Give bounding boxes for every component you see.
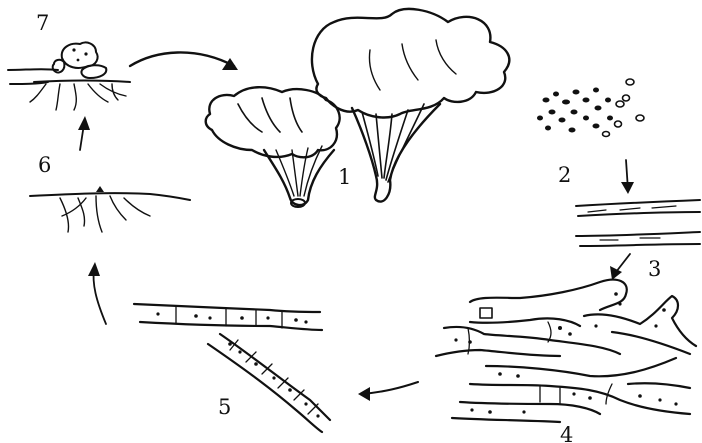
stage-1-label: 1 [338,165,351,189]
stage-1-fruiting-bodies: 1 [206,9,510,207]
arrow-2-to-3 [621,160,634,194]
stage-4-secondary-mycelium: 4 [452,358,690,443]
stage-3-label: 3 [648,257,661,281]
stage-2-label: 2 [558,163,571,187]
stage-7-label: 7 [36,11,49,35]
arrow-7-to-1 [130,52,238,70]
stage-6-label: 6 [38,153,51,177]
arrow-to-3 [610,254,630,280]
stage-5-tertiary-mycelium: 5 [134,304,330,432]
stage-3-primary-mycelium [436,280,696,356]
arrow-5-to-6 [88,262,106,324]
stage-5-label: 5 [218,395,231,419]
stage-2-spores: 2 [537,79,644,187]
stage-7-primordia: 7 [8,11,130,110]
stage-6-mycelial-strand: 6 [30,153,190,232]
germinating-hyphae [576,200,700,246]
stage-4-label: 4 [560,423,573,443]
arrow-6-to-7 [78,116,90,150]
arrow-4-to-5 [358,382,418,401]
